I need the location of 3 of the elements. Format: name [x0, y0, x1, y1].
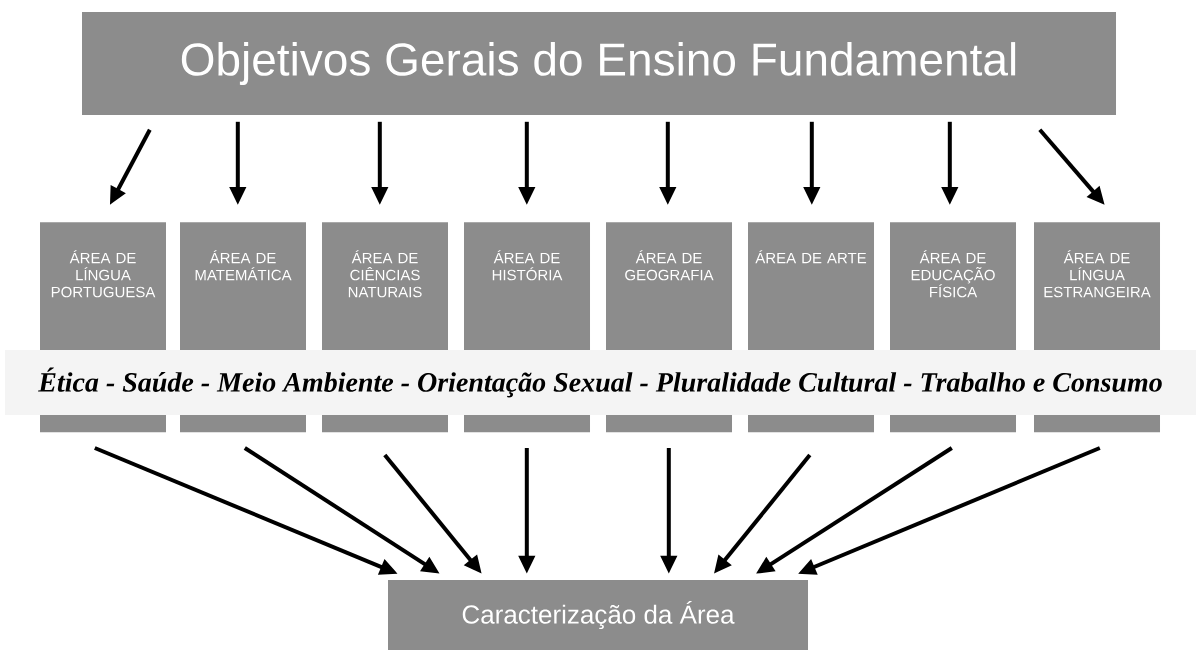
title-box: Objetivos Gerais do Ensino Fundamental — [82, 12, 1116, 115]
result-box: Caracterização da Área — [388, 580, 808, 650]
theme-band: Ética - Saúde - Meio Ambiente - Orientação Sexual - Pluralidade Cultural - Trabalho e Consumo — [5, 350, 1196, 415]
